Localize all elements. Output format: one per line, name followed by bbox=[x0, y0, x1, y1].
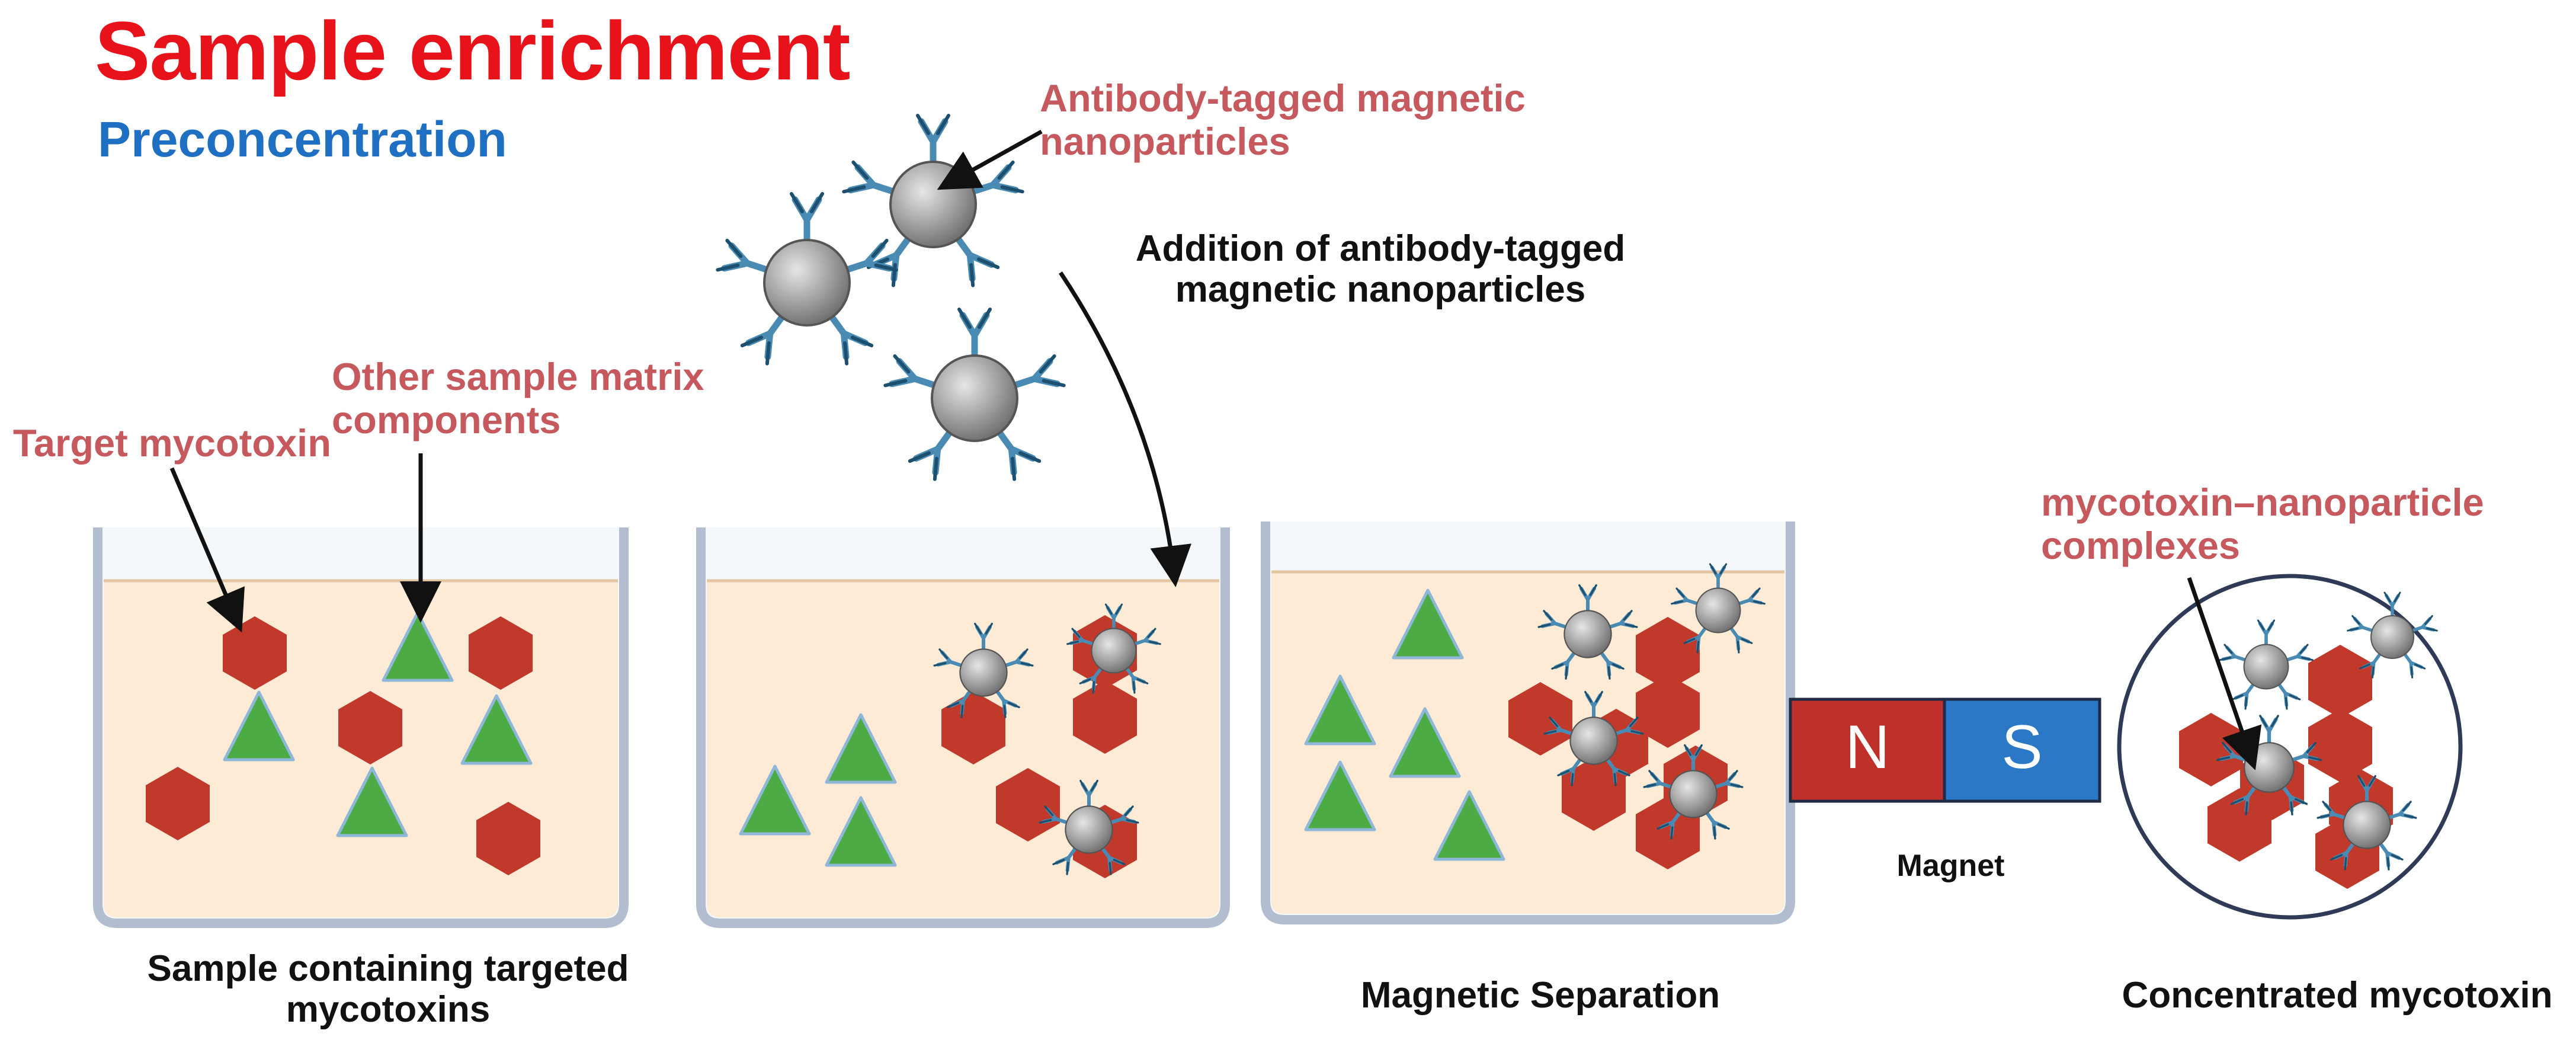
arrow-complexes bbox=[2187, 577, 2262, 770]
magnet-south-label: S bbox=[2001, 713, 2042, 782]
caption-concentrated: Concentrated mycotoxin bbox=[2122, 975, 2553, 1016]
magnet-north-pole bbox=[1789, 698, 1946, 803]
magnet-south-pole bbox=[1943, 698, 2101, 803]
annotation-arrows bbox=[169, 129, 2262, 770]
label-addition-step: Addition of antibody-tagged magnetic nan… bbox=[1135, 228, 1626, 311]
caption-sample: Sample containing targeted mycotoxins bbox=[147, 948, 629, 1031]
label-other-matrix: Other sample matrix components bbox=[332, 355, 704, 441]
page-subtitle: Preconcentration bbox=[98, 111, 507, 167]
caption-magnet: Magnet bbox=[1896, 849, 2005, 883]
magnet bbox=[1789, 698, 2101, 803]
arrow-addition bbox=[1059, 271, 1191, 587]
caption-separation: Magnetic Separation bbox=[1360, 975, 1720, 1016]
magnet-north-label: N bbox=[1845, 713, 1889, 782]
arrow-target-mycotoxin bbox=[169, 467, 245, 633]
label-antibody-np: Antibody-tagged magnetic nanoparticles bbox=[1040, 76, 1526, 163]
arrow-antibody-np bbox=[937, 129, 1043, 190]
label-target-mycotoxin: Target mycotoxin bbox=[13, 421, 331, 465]
floating-nanoparticles bbox=[717, 116, 1063, 479]
label-complexes: mycotoxin–nanoparticle complexes bbox=[2041, 481, 2484, 567]
page-title: Sample enrichment bbox=[95, 4, 851, 97]
concentrated-view bbox=[2117, 574, 2463, 920]
